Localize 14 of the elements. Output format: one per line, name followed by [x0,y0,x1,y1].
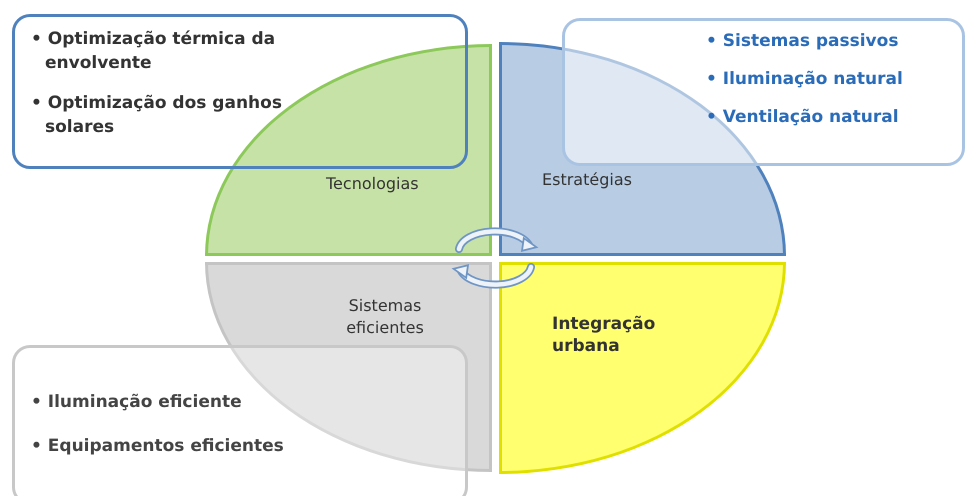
bullet-item: • Iluminação natural [706,68,904,91]
quadrant-label: Estratégias [542,169,632,191]
quadrant-label: Integração urbana [552,313,656,357]
bullet-item: • Sistemas passivos [706,30,900,53]
bullet-item: • Optimização térmica da envolvente [31,28,276,75]
bullet-item: • Equipamentos eficientes [31,435,285,458]
quadrant-label: Sistemas eficientes [345,295,425,339]
quadrant-label: Tecnologias [326,173,419,195]
bullet-item: • Ventilação natural [706,106,900,129]
bullet-item: • Iluminação eficiente [31,391,243,414]
bullet-item: • Optimização dos ganhos solares [31,92,283,139]
text-box [562,18,965,166]
text-box [12,14,468,169]
text-box [12,345,468,496]
